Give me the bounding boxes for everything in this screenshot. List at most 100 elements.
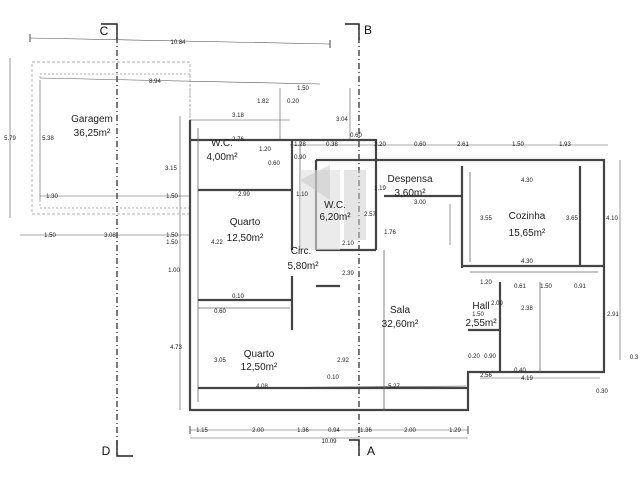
dim-label: 0.10 (232, 294, 244, 300)
dim-label: 8.94 (149, 79, 161, 85)
dimension-labels: 10.84 8.94 1.82 0.20 1.50 3.04 0.60 5.79… (4, 40, 639, 445)
dim-label: 1.20 (480, 280, 492, 286)
dim-label: 1.50 (44, 233, 56, 239)
dim-label: 1.50 (166, 240, 178, 246)
dim-label: 1.36 (297, 428, 309, 434)
dim-label: 1.50 (166, 233, 178, 239)
dim-label: 3.65 (566, 216, 578, 222)
dim-label: 1.30 (46, 194, 58, 200)
dim-label: 2.00 (252, 428, 264, 434)
circ-name: Circ. (291, 246, 312, 257)
dim-label: 2.56 (480, 373, 492, 379)
dim-label: 1.36 (360, 428, 372, 434)
wc2-name: W.C. (324, 200, 346, 211)
section-a-marker (349, 439, 360, 456)
dim-label: 0.3 (630, 355, 639, 361)
section-d-marker (116, 440, 133, 457)
dim-label: 2.10 (342, 241, 354, 247)
hall-area: 2,55m² (465, 318, 497, 329)
dim-label: 2.91 (607, 312, 619, 318)
quarto1-area: 12,50m² (227, 233, 264, 244)
dim-label: 1.29 (449, 428, 461, 434)
dim-label: 0.60 (214, 309, 226, 315)
section-c-marker (101, 23, 118, 40)
dim-label: 1.28 (294, 142, 306, 148)
dim-label: 1.00 (168, 268, 180, 274)
cozinha-area: 15,65m² (509, 228, 546, 239)
dim-label: 0.10 (327, 375, 339, 381)
dim-label: 0.38 (326, 142, 338, 148)
dim-label: 4.22 (211, 240, 223, 246)
dim-label: 1.50 (166, 194, 178, 200)
section-markers: C D B A (100, 23, 375, 458)
dim-label: 5.38 (42, 136, 54, 142)
section-b-label: B (364, 23, 372, 37)
room-labels: Garagem 36,25m² W.C. 4,00m² W.C. 6,20m² … (71, 114, 546, 373)
dim-label: 3.15 (165, 166, 177, 172)
dim-label: 4.30 (521, 178, 533, 184)
dim-label: 2.76 (232, 137, 244, 143)
dim-label: 0.60 (414, 142, 426, 148)
garage-outline (31, 61, 191, 215)
section-d-label: D (102, 444, 111, 458)
circ-area: 5,80m² (287, 261, 319, 272)
dim-label: 1.93 (559, 142, 571, 148)
dim-label: 1.10 (296, 192, 308, 198)
dim-label: 0.30 (596, 389, 608, 395)
wc1-area: 4,00m² (206, 152, 238, 163)
despensa-area: 3,60m² (394, 188, 426, 199)
dim-label: 1.15 (196, 428, 208, 434)
dim-label: 0.61 (514, 284, 526, 290)
dim-label: 4.30 (521, 259, 533, 265)
dim-label: 3.55 (480, 216, 492, 222)
garagem-area: 36,25m² (74, 128, 111, 139)
quarto1-name: Quarto (230, 217, 261, 228)
dim-label: 4.73 (170, 345, 182, 351)
sala-area: 32,60m² (382, 319, 419, 330)
despensa-name: Despensa (387, 174, 432, 185)
dim-label: 5.27 (388, 384, 400, 390)
section-a-label: A (367, 444, 375, 458)
dim-label: 1.19 (374, 186, 386, 192)
sala-name: Sala (390, 305, 410, 316)
dim-label: 3.08 (104, 233, 116, 239)
dim-label: 3.05 (214, 358, 226, 364)
section-b-marker (345, 23, 360, 40)
dim-label: 2.61 (457, 142, 469, 148)
dim-label: 5.79 (4, 136, 16, 142)
dim-label: 0.90 (294, 155, 306, 161)
wc1-name: W.C. (211, 138, 233, 149)
dim-label: 0.60 (268, 161, 280, 167)
dim-label: 2.09 (491, 301, 503, 307)
dim-label: 2.20 (374, 142, 386, 148)
quarto2-name: Quarto (244, 349, 275, 360)
dim-label: 4.19 (521, 376, 533, 382)
dim-label: 4.10 (606, 216, 618, 222)
dim-label: 2.92 (337, 358, 349, 364)
dim-label: 1.20 (259, 147, 271, 153)
dim-label: 10.09 (321, 439, 337, 445)
dim-label: 0.60 (350, 133, 362, 139)
dim-label: 0.20 (468, 354, 480, 360)
dim-label: 1.50 (472, 312, 484, 318)
dim-label: 3.00 (414, 200, 426, 206)
garagem-name: Garagem (71, 114, 113, 125)
dim-label: 2.00 (404, 428, 416, 434)
dim-label: 1.76 (384, 230, 396, 236)
section-c-label: C (100, 24, 109, 38)
dim-label: 0.91 (574, 284, 586, 290)
dim-label: 1.82 (257, 99, 269, 105)
dim-label: 3.04 (336, 117, 348, 123)
dim-label: 2.57 (364, 212, 376, 218)
hall-name: Hall (472, 301, 489, 312)
dim-label: 2.99 (238, 192, 250, 198)
cozinha-name: Cozinha (509, 211, 546, 222)
dim-label: 3.18 (232, 113, 244, 119)
dim-label: 0.90 (484, 354, 496, 360)
quarto2-area: 12,50m² (241, 362, 278, 373)
dim-label: 1.50 (297, 86, 309, 92)
dim-label: 0.40 (514, 368, 526, 374)
wc2-area: 6,20m² (319, 212, 351, 223)
